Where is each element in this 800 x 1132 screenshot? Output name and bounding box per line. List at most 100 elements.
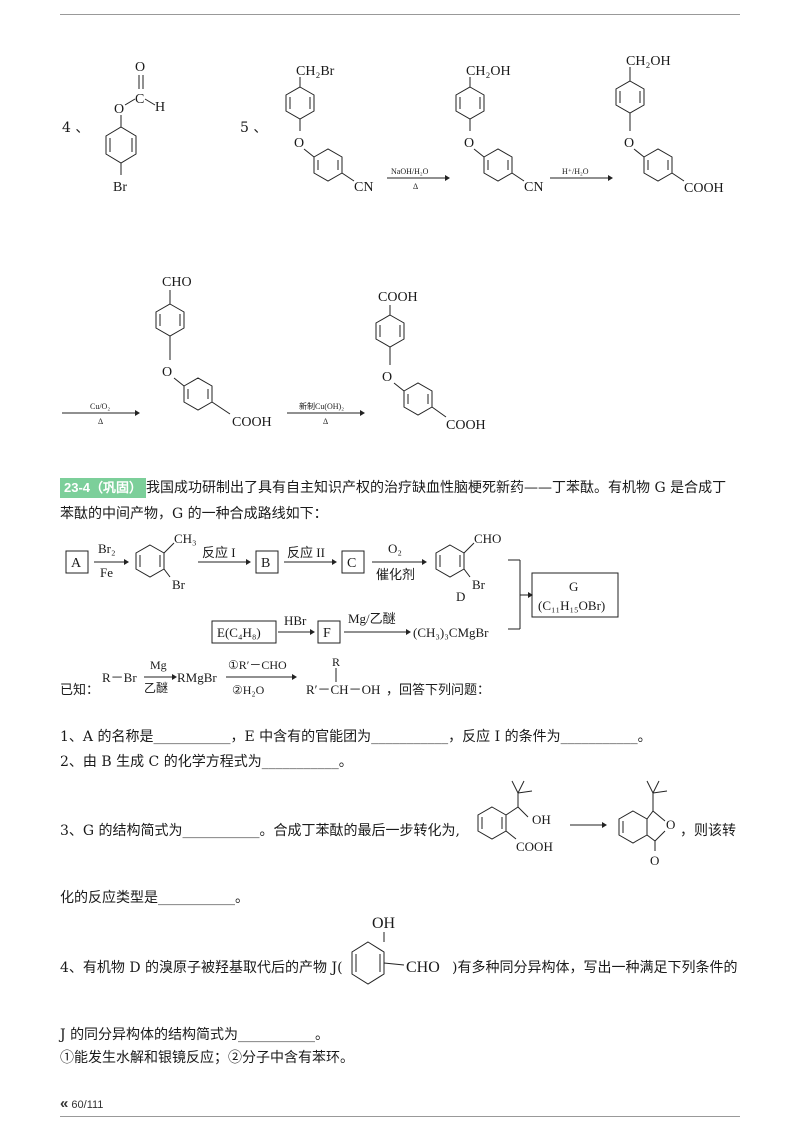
arrow-condition: Δ	[413, 182, 418, 191]
known-product: R′－CH－OH	[306, 682, 380, 697]
group-oh: OH	[372, 915, 396, 932]
atom-o-ether: O	[162, 365, 172, 380]
problem-intro: 23-4（巩固）我国成功研制出了具有自主知识产权的治疗缺血性脑梗死新药——丁苯酞…	[60, 478, 726, 498]
prev-page-icon[interactable]: «	[60, 1095, 69, 1112]
box-c: C	[347, 556, 356, 571]
known-rmgbr: RMgBr	[177, 670, 217, 685]
synthesis-scheme: A Br₂ Fe CH₃ Br 反应 I B 反应 II C O₂ 催化剂 CH…	[65, 531, 619, 644]
group-cooh: COOH	[446, 418, 486, 433]
group-cooh: COOH	[684, 181, 724, 196]
group-cooh: COOH	[516, 839, 553, 854]
reagent-mg-ether: Mg/乙醚	[348, 611, 396, 626]
box-e: E(C₄H₈)	[217, 625, 261, 640]
group-cn: CN	[524, 180, 543, 195]
question-4-part-b: )有多种同分异构体，写出一种满足下列条件的	[452, 960, 738, 976]
arrow-condition: Δ	[323, 417, 328, 426]
known-label: 已知：	[60, 682, 99, 697]
group-cooh-top: COOH	[378, 290, 418, 305]
atom-br-d: Br	[472, 577, 486, 592]
structure-5-label: 5 、	[240, 118, 267, 138]
known-step2: ②H₂O	[232, 683, 265, 697]
structure-number: 5	[240, 120, 249, 136]
question-4-part-a: 4、有机物 D 的溴原子被羟基取代后的产物 J(	[60, 960, 343, 976]
atom-br: Br	[113, 180, 127, 195]
structure-separator: 、	[75, 120, 90, 136]
question-3-part-b: ，则该转	[680, 823, 736, 839]
structure-separator: 、	[253, 120, 268, 136]
arrow-reagent: Cu/O₂	[90, 402, 110, 411]
atom-c: C	[135, 92, 144, 107]
structure-4-formate: O C H O Br	[105, 60, 165, 195]
arrow-cu-oh2: 新制Cu(OH)₂ Δ	[287, 401, 365, 426]
question-4-part-d: ①能发生水解和银镜反应；②分子中含有苯环。	[60, 1050, 354, 1066]
footer: « 60/111	[60, 1095, 103, 1112]
box-b: B	[261, 556, 270, 571]
top-rule	[60, 14, 740, 15]
structure-aldehyde-acid: CHO O COOH	[155, 275, 272, 430]
group-oh: OH	[532, 812, 551, 827]
label-d: D	[456, 589, 465, 604]
known-tail: ，回答下列问题：	[386, 682, 490, 697]
structure-butylphthalide: O O	[618, 780, 675, 868]
box-f: F	[323, 626, 331, 641]
page-number: 60/111	[71, 1099, 104, 1111]
reagent-fe: Fe	[100, 565, 113, 580]
atom-o-ether: O	[624, 136, 634, 151]
atom-o-ring: O	[666, 817, 675, 832]
atom-o-ether: O	[294, 136, 304, 151]
reaction-1-label: 反应 I	[202, 545, 236, 560]
box-g: G	[569, 579, 578, 594]
group-cho: CHO	[474, 531, 501, 546]
group-cooh: COOH	[232, 415, 272, 430]
atom-br-a: Br	[172, 577, 186, 592]
group-ch2oh: CH₂OH	[466, 64, 511, 79]
structure-4-label: 4 、	[62, 118, 89, 138]
problem-badge: 23-4（巩固）	[60, 478, 147, 498]
group-ch2br: CH₂Br	[296, 64, 335, 79]
reagent-hbr: HBr	[284, 613, 307, 628]
atom-o-ester: O	[114, 102, 124, 117]
structure-benzyl-alcohol-acid: CH₂OH O COOH	[615, 54, 724, 196]
bottom-rule	[60, 1116, 740, 1117]
known-rbr: R－Br	[102, 670, 137, 685]
group-ch3: CH₃	[174, 531, 197, 546]
atom-o-ether: O	[382, 370, 392, 385]
structure-benzyl-alcohol-nitrile: CH₂OH O CN	[455, 64, 543, 195]
question-2: 2、由 B 生成 C 的化学方程式为___________。	[60, 754, 353, 770]
question-4-part-c: J 的同分异构体的结构简式为___________。	[60, 1027, 330, 1043]
box-a: A	[71, 556, 82, 571]
question-3-part-c: 化的反应类型是___________。	[60, 890, 249, 906]
arrow-acid-hydrolysis: H⁺/H₂O	[550, 167, 613, 181]
known-r-top: R	[332, 655, 340, 669]
atom-o-ether: O	[464, 136, 474, 151]
reagent-br2: Br₂	[98, 541, 116, 556]
reaction-2-label: 反应 II	[287, 545, 325, 560]
structure-hydroxy-acid: OH COOH	[477, 780, 553, 854]
arrow-reagent: H⁺/H₂O	[562, 167, 589, 176]
structure-salicylaldehyde: OH CHO	[351, 915, 440, 985]
question-1: 1、A 的名称是___________，E 中含有的官能团为__________…	[60, 729, 652, 745]
known-step1: ①R′－CHO	[228, 658, 287, 672]
group-cho: CHO	[162, 275, 192, 290]
known-ether: 乙醚	[144, 681, 168, 695]
atom-h: H	[155, 100, 165, 115]
arrow-reagent: 新制Cu(OH)₂	[299, 401, 344, 411]
atom-o-carbonyl: O	[650, 853, 659, 868]
reagent-o2: O₂	[388, 541, 402, 556]
reaction-arrow	[570, 822, 607, 828]
arrow-condition: Δ	[98, 417, 103, 426]
grignard-reagent: (CH₃)₃CMgBr	[413, 625, 489, 640]
group-cho: CHO	[406, 959, 440, 976]
known-reaction: 已知： R－Br Mg 乙醚 RMgBr ①R′－CHO ②H₂O R R′－C…	[60, 655, 490, 697]
g-formula: (C₁₁H₁₅OBr)	[538, 598, 605, 613]
group-cn: CN	[354, 180, 373, 195]
arrow-cu-o2: Cu/O₂ Δ	[62, 402, 140, 426]
arrow-reagent: NaOH/H₂O	[391, 167, 429, 176]
question-3-part-a: 3、G 的结构简式为___________。合成丁苯酞的最后一步转化为,	[60, 823, 460, 839]
structure-diacid: COOH O COOH	[375, 290, 486, 433]
intro-line-1: 我国成功研制出了具有自主知识产权的治疗缺血性脑梗死新药——丁苯酞。有机物 G 是…	[146, 480, 727, 496]
structure-number: 4	[62, 120, 71, 136]
catalyst-label: 催化剂	[376, 567, 415, 582]
known-mg: Mg	[150, 658, 167, 672]
atom-o-carbonyl: O	[135, 60, 145, 75]
